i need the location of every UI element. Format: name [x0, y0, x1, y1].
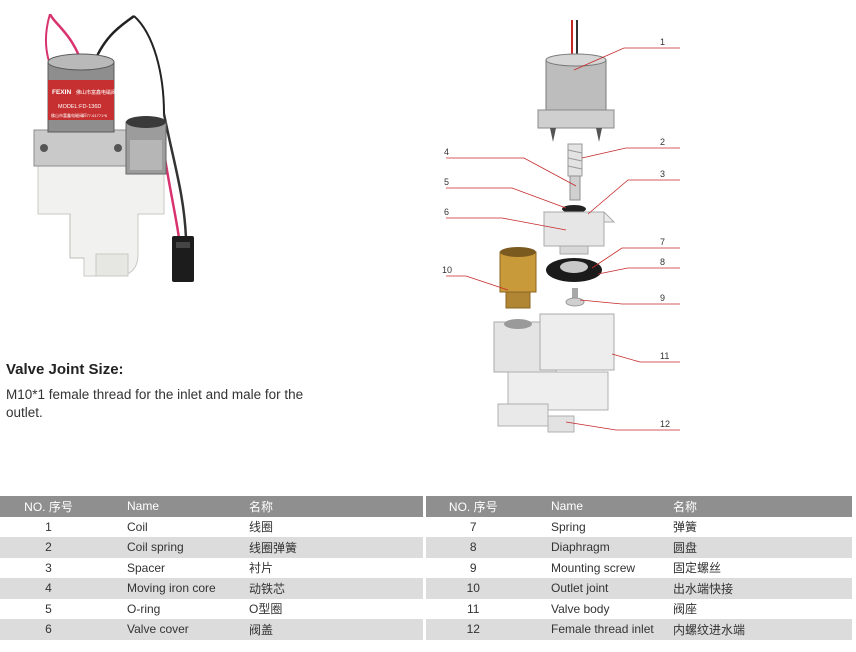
row-cn: 线圈弹簧: [243, 537, 426, 558]
row-name: Valve body: [521, 598, 667, 619]
row-name: Moving iron core: [97, 578, 243, 599]
row-no: 5: [0, 598, 97, 619]
callout-1: 1: [660, 37, 665, 47]
callout-2: 2: [660, 137, 665, 147]
outlet-joint-part: [499, 247, 537, 309]
header-no-1: NO. 序号: [0, 496, 97, 517]
callout-3: 3: [660, 169, 665, 179]
row-cn: 阀座: [667, 598, 852, 619]
mounting-screw-part: [565, 288, 585, 307]
coil-spring-part: [567, 143, 583, 177]
row-name: Valve cover: [97, 619, 243, 640]
row-name: Coil spring: [97, 537, 243, 558]
iron-core-part: [569, 175, 581, 201]
table-header-row: NO. 序号 Name 名称 NO. 序号 Name 名称: [0, 496, 852, 517]
row-cn: 衬片: [243, 557, 426, 578]
brand-label: FEXIN: [52, 89, 71, 96]
phone-label: 0577-61771*6: [82, 113, 108, 118]
row-cn: 出水端快接: [667, 578, 852, 599]
table-row: 4 Moving iron core 动铁芯 10 Outlet joint 出…: [0, 578, 852, 599]
header-no-2: NO. 序号: [424, 496, 521, 517]
row-no: 11: [424, 598, 521, 619]
row-cn: 圆盘: [667, 537, 852, 558]
model-label: MODEL:FD-136D: [58, 104, 101, 110]
table-row: 5 O-ring O型圈 11 Valve body 阀座: [0, 598, 852, 619]
coil-part: [537, 20, 615, 142]
table-row: 6 Valve cover 阀盖 12 Female thread inlet …: [0, 619, 852, 640]
valve-photo: FEXIN 佛山市富鑫电磁阀厂 MODEL:FD-136D 佛山市富鑫电磁阀厂 …: [33, 14, 194, 282]
row-cn: 线圈: [243, 516, 426, 537]
row-cn: 内螺纹进水端: [667, 619, 852, 640]
table-row: 2 Coil spring 线圈弹簧 8 Diaphragm 圆盘: [0, 537, 852, 558]
row-no: 10: [424, 578, 521, 599]
row-no: 2: [0, 537, 97, 558]
callout-10: 10: [442, 265, 452, 275]
header-name-2: Name: [521, 496, 667, 517]
callout-12: 12: [660, 419, 670, 429]
row-no: 7: [424, 516, 521, 537]
callout-6: 6: [444, 207, 449, 217]
row-name: Coil: [97, 516, 243, 537]
o-ring-part: [562, 205, 586, 213]
callout-8: 8: [660, 257, 665, 267]
row-cn: 阀盖: [243, 619, 426, 640]
row-no: 4: [0, 578, 97, 599]
header-cn-1: 名称: [243, 496, 426, 517]
maker-cn-label: 佛山市富鑫电磁阀厂: [51, 112, 87, 118]
parts-table: NO. 序号 Name 名称 NO. 序号 Name 名称 1 Coil 线圈 …: [0, 496, 852, 640]
callout-7: 7: [660, 237, 665, 247]
exploded-view-diagram: 1 2 3 4 5 6 7 8 9 10 11 12: [442, 20, 680, 433]
row-no: 9: [424, 557, 521, 578]
row-cn: 固定螺丝: [667, 557, 852, 578]
table-row: 1 Coil 线圈 7 Spring 弹簧: [0, 516, 852, 537]
joint-size-text: M10*1 female thread for the inlet and ma…: [6, 387, 304, 420]
row-name: Mounting screw: [521, 557, 667, 578]
row-cn: 动铁芯: [243, 578, 426, 599]
row-no: 3: [0, 557, 97, 578]
row-name: Outlet joint: [521, 578, 667, 599]
row-name: Female thread inlet: [521, 619, 667, 640]
spring-part: [560, 261, 588, 273]
joint-size-title: Valve Joint Size:: [6, 361, 124, 378]
header-cn-2: 名称: [667, 496, 852, 517]
row-name: O-ring: [97, 598, 243, 619]
callout-5: 5: [444, 177, 449, 187]
inlet-part: [497, 403, 575, 433]
row-no: 1: [0, 516, 97, 537]
brand-cn-label: 佛山市富鑫电磁阀厂: [76, 89, 121, 96]
row-no: 12: [424, 619, 521, 640]
row-cn: 弹簧: [667, 516, 852, 537]
table-row: 3 Spacer 衬片 9 Mounting screw 固定螺丝: [0, 557, 852, 578]
row-no: 6: [0, 619, 97, 640]
row-name: Spring: [521, 516, 667, 537]
header-name-1: Name: [97, 496, 243, 517]
valve-body-part: [493, 313, 615, 411]
valve-cover-part: [542, 211, 616, 255]
callout-4: 4: [444, 147, 449, 157]
row-no: 8: [424, 537, 521, 558]
callout-11: 11: [660, 351, 669, 361]
row-cn: O型圈: [243, 598, 426, 619]
row-name: Spacer: [97, 557, 243, 578]
row-name: Diaphragm: [521, 537, 667, 558]
callout-9: 9: [660, 293, 665, 303]
